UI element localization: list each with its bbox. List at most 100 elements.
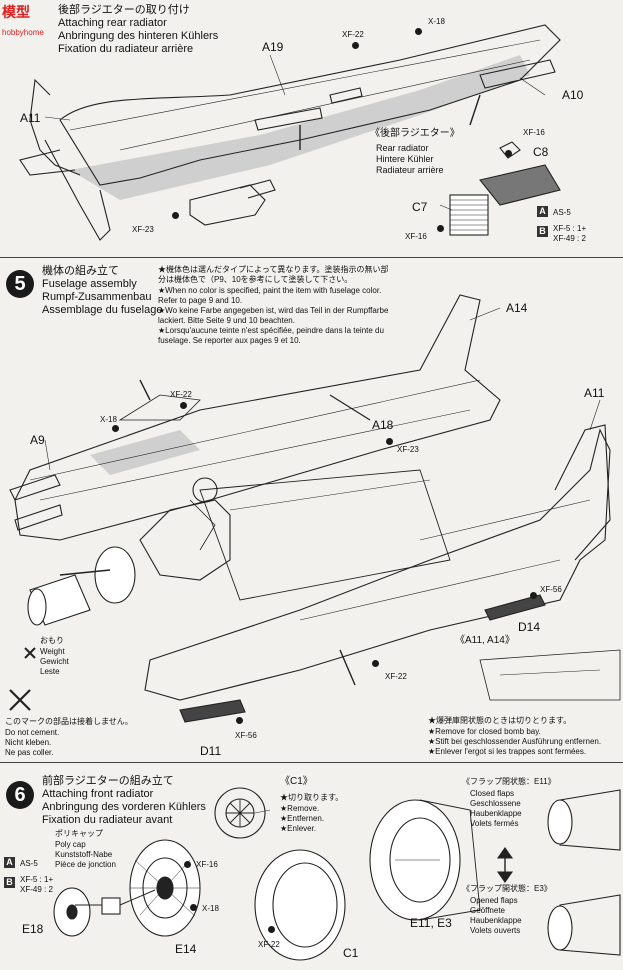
step6-title-fr: Fixation du radiateur avant: [42, 814, 173, 826]
step5-number: 5: [6, 270, 34, 298]
step6-paint-xf22: XF-22: [258, 940, 280, 949]
step-divider-1: [0, 257, 623, 258]
step6-closed-de: Geschlossene: [470, 799, 521, 808]
cement-icons: [9, 647, 36, 711]
step6-closed-title: 《フラップ閉状態：E11》: [462, 777, 556, 786]
paint-dot: [530, 592, 537, 599]
step5-nocement-de: Nicht kleben.: [5, 738, 52, 747]
step5-title-de: Rumpf-Zusammenbau: [42, 291, 152, 303]
step5-part-a9: A9: [30, 433, 45, 447]
step4-fuselage-drawing: [19, 24, 561, 241]
step5-note-1: ★機体色は選んだタイプによって異なります。塗装指示の無い部: [158, 265, 389, 274]
step4-legend-b-1: XF-5 : 1+: [553, 224, 587, 233]
step6-part-c1: C1: [343, 946, 359, 960]
step6-cut-en: ★Remove.: [280, 804, 320, 813]
step4-legend-a-badge: A: [537, 206, 548, 217]
step5-note-6: lackiert. Bitte Seite 9 und 10 beachten.: [158, 316, 295, 325]
paint-dot: [386, 438, 393, 445]
paint-dot: [190, 904, 197, 911]
step5-nocement-fr: Ne pas coller.: [5, 748, 54, 757]
step5-paint-xf56a: XF-56: [540, 585, 562, 594]
step4-paint-xf22: XF-22: [342, 30, 364, 39]
step5-bomb-en: ★Remove for closed bomb bay.: [428, 727, 541, 736]
step5-paint-xf56b: XF-56: [235, 731, 257, 740]
step4-legend-b-badge: B: [537, 226, 548, 237]
step6-opened-de2: Haubenklappe: [470, 916, 522, 925]
step6-closed-fr: Volets fermés: [470, 819, 519, 828]
paint-dot: [180, 402, 187, 409]
step5-weight-de: Gewicht: [40, 657, 69, 666]
step5-part-a18: A18: [372, 418, 394, 432]
paint-dot: [437, 225, 444, 232]
step6-cut-jp: ★切り取ります。: [280, 793, 344, 802]
step5-weight-en: Weight: [40, 647, 65, 656]
logo-text: 模型: [2, 4, 30, 20]
step5-note-5: ★Wo keine Farbe angegeben ist, wird das …: [158, 306, 389, 315]
step4-title-jp: 後部ラジエターの取り付け: [58, 4, 190, 16]
step6-part-e11e3: E11, E3: [410, 916, 452, 930]
step4-legend-a: AS-5: [553, 208, 571, 217]
step6-paint-x18: X-18: [202, 904, 219, 913]
step5-part-d14: D14: [518, 620, 541, 634]
step6-part-e18: E18: [22, 922, 44, 936]
step4-paint-xf23: XF-23: [132, 225, 154, 234]
step5-note-2: 分は機体色で（P9、10を参考にして塗装して下さい。: [158, 275, 353, 284]
step4-paint-xf16a: XF-16: [523, 128, 545, 137]
step6-title-de: Anbringung des vorderen Kühlers: [42, 801, 206, 813]
step6-polycap-fr: Pièce de jonction: [55, 860, 116, 869]
step6-c1-label: 《C1》: [280, 776, 313, 787]
paint-dot: [415, 28, 422, 35]
step4-sub-en: Rear radiator: [376, 143, 429, 153]
step6-opened-en: Opened flaps: [470, 896, 518, 905]
step5-part-a14: A14: [506, 301, 528, 315]
step4-part-a11: A11: [20, 111, 41, 125]
step6-number: 6: [6, 781, 34, 809]
step5-paint-xf22b: XF-22: [385, 672, 407, 681]
paint-dot: [505, 150, 512, 157]
site-text: hobbyhome: [2, 28, 44, 37]
step6-polycap-de: Kunststoff-Nabe: [55, 850, 113, 859]
step5-weight-fr: Leste: [40, 667, 60, 676]
step5-title-fr: Assemblage du fuselage: [42, 304, 163, 316]
step5-bomb-de: ★Stift bei geschlossender Ausführung ent…: [428, 737, 602, 746]
step6-closed-de2: Haubenklappe: [470, 809, 522, 818]
step4-part-a19: A19: [262, 40, 284, 54]
step5-note-7: ★Lorsqu'aucune teinte n'est spécifiée, p…: [158, 326, 384, 335]
step4-title-fr: Fixation du radiateur arrière: [58, 43, 194, 55]
step4-sub-fr: Radiateur arrière: [376, 165, 444, 175]
step6-legend-a-badge: A: [4, 857, 15, 868]
step6-radiator-drawing: [53, 787, 621, 961]
step6-paint-xf16: XF-16: [196, 860, 218, 869]
paint-dot: [172, 212, 179, 219]
step5-weight-jp: おもり: [40, 636, 64, 645]
step6-opened-fr: Volets ouverts: [470, 926, 521, 935]
step4-paint-xf16b: XF-16: [405, 232, 427, 241]
step6-cut-de: ★Entfernen.: [280, 814, 325, 823]
step4-part-c7: C7: [412, 200, 428, 214]
step4-legend-b-2: XF-49 : 2: [553, 234, 586, 243]
step6-title-jp: 前部ラジエターの組み立て: [42, 775, 174, 787]
paint-dot: [268, 926, 275, 933]
step4-paint-x18: X-18: [428, 17, 445, 26]
step6-polycap-jp: ポリキャップ: [55, 829, 103, 838]
step5-fuselage-drawing: [9, 294, 621, 723]
site-watermark: 模型 hobbyhome: [2, 2, 44, 40]
step5-title-jp: 機体の組み立て: [42, 265, 119, 277]
step5-part-d11: D11: [200, 744, 222, 758]
paint-dot: [112, 425, 119, 432]
step5-bomb-fr: ★Enlever l'ergot si les trappes sont fer…: [428, 747, 587, 756]
step4-part-a10: A10: [562, 88, 584, 102]
paint-dot: [184, 861, 191, 868]
step6-opened-de: Geöffnete: [470, 906, 505, 915]
step4-sub-jp: 《後部ラジエター》: [370, 128, 460, 139]
step6-title-en: Attaching front radiator: [42, 788, 154, 800]
step4-title-de: Anbringung des hinteren Kühlers: [58, 30, 219, 42]
step6-closed-en: Closed flaps: [470, 789, 515, 798]
step5-note-4: Refer to page 9 and 10.: [158, 296, 243, 305]
step4-sub-de: Hintere Kühler: [376, 154, 434, 164]
step5-note-3: ★When no color is specified, paint the i…: [158, 286, 382, 295]
step4-part-c8: C8: [533, 145, 549, 159]
step6-legend-b-2: XF-49 : 2: [20, 885, 53, 894]
step6-legend-b-badge: B: [4, 877, 15, 888]
